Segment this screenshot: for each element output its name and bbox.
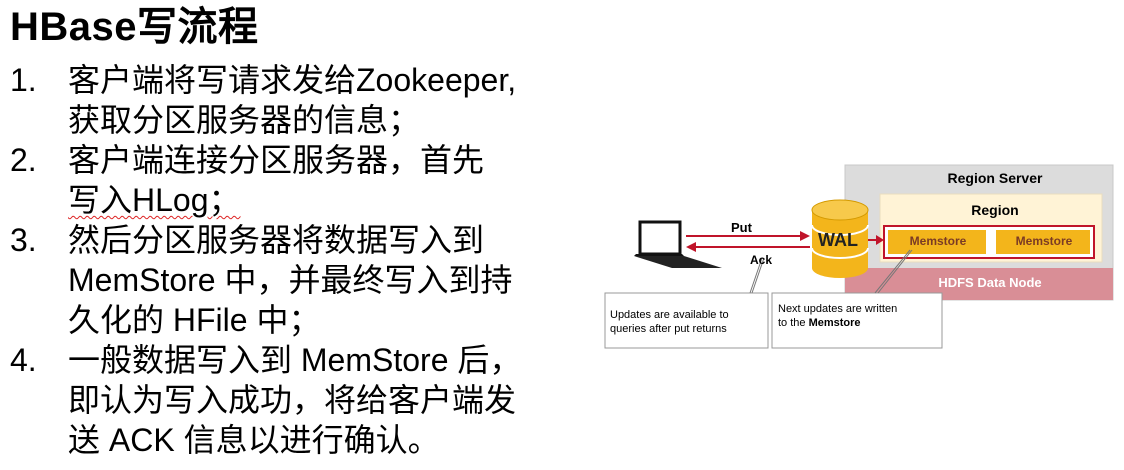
note-line: Next updates are written xyxy=(778,303,898,315)
note-bold: Memstore xyxy=(808,317,861,329)
step-line: 即认为写入成功，将给客户端发 xyxy=(68,382,517,418)
note-line: Updates are available to xyxy=(610,309,729,321)
step-line: 客户端将写请求发给Zookeeper, xyxy=(68,62,517,98)
note-put-box xyxy=(604,292,769,349)
step-4: 4. 一般数据写入到 MemStore 后， 即认为写入成功，将给客户端发 送 … xyxy=(10,340,600,460)
step-number: 4. xyxy=(10,342,37,378)
slide-title: HBase写流程 xyxy=(10,5,259,49)
note-memstore-text: Next updates are written to the Memstore xyxy=(778,302,938,330)
steps-list: 1. 客户端将写请求发给Zookeeper, 获取分区服务器的信息； 2. 客户… xyxy=(10,60,600,460)
put-label: Put xyxy=(731,220,752,235)
step-line: 然后分区服务器将数据写入到 xyxy=(68,222,485,258)
step-line: 客户端连接分区服务器，首先 xyxy=(68,142,485,178)
step-line: 一般数据写入到 MemStore 后， xyxy=(68,342,522,378)
step-line: 久化的 HFile 中； xyxy=(68,302,321,338)
region-label: Region xyxy=(971,202,1019,218)
step-1: 1. 客户端将写请求发给Zookeeper, 获取分区服务器的信息； xyxy=(10,60,600,140)
step-line: MemStore 中，并最终写入到持 xyxy=(68,262,513,298)
note-put-text: Updates are available to queries after p… xyxy=(610,308,768,336)
region-server-label: Region Server xyxy=(947,170,1043,186)
step-number: 2. xyxy=(10,142,37,178)
memstore-label-1: Memstore xyxy=(909,234,967,248)
laptop-icon xyxy=(634,220,722,268)
step-2: 2. 客户端连接分区服务器，首先 写入HLog； xyxy=(10,140,600,220)
step-number: 1. xyxy=(10,62,37,98)
database-cylinder-icon xyxy=(811,199,869,278)
memstore-box-2 xyxy=(996,230,1090,254)
hbase-write-diagram: Region Server Region Memstore Memstore H… xyxy=(600,150,1120,470)
hdfs-label: HDFS Data Node xyxy=(938,275,1042,290)
step-line: 获取分区服务器的信息； xyxy=(68,102,421,138)
wal-label: WAL xyxy=(818,230,858,250)
note-memstore-box xyxy=(771,292,943,349)
memstore-box-1 xyxy=(888,230,986,254)
step-number: 3. xyxy=(10,222,37,258)
memstore-label-2: Memstore xyxy=(1015,234,1073,248)
step-line: 送 ACK 信息以进行确认。 xyxy=(68,422,440,458)
note-line: queries after put returns xyxy=(610,323,727,335)
step-line: 写入HLog； xyxy=(68,182,241,218)
diagram-graphics xyxy=(604,164,1114,349)
note-line: to the xyxy=(778,317,809,329)
step-3: 3. 然后分区服务器将数据写入到 MemStore 中，并最终写入到持 久化的 … xyxy=(10,220,600,340)
ack-label: Ack xyxy=(750,253,773,267)
